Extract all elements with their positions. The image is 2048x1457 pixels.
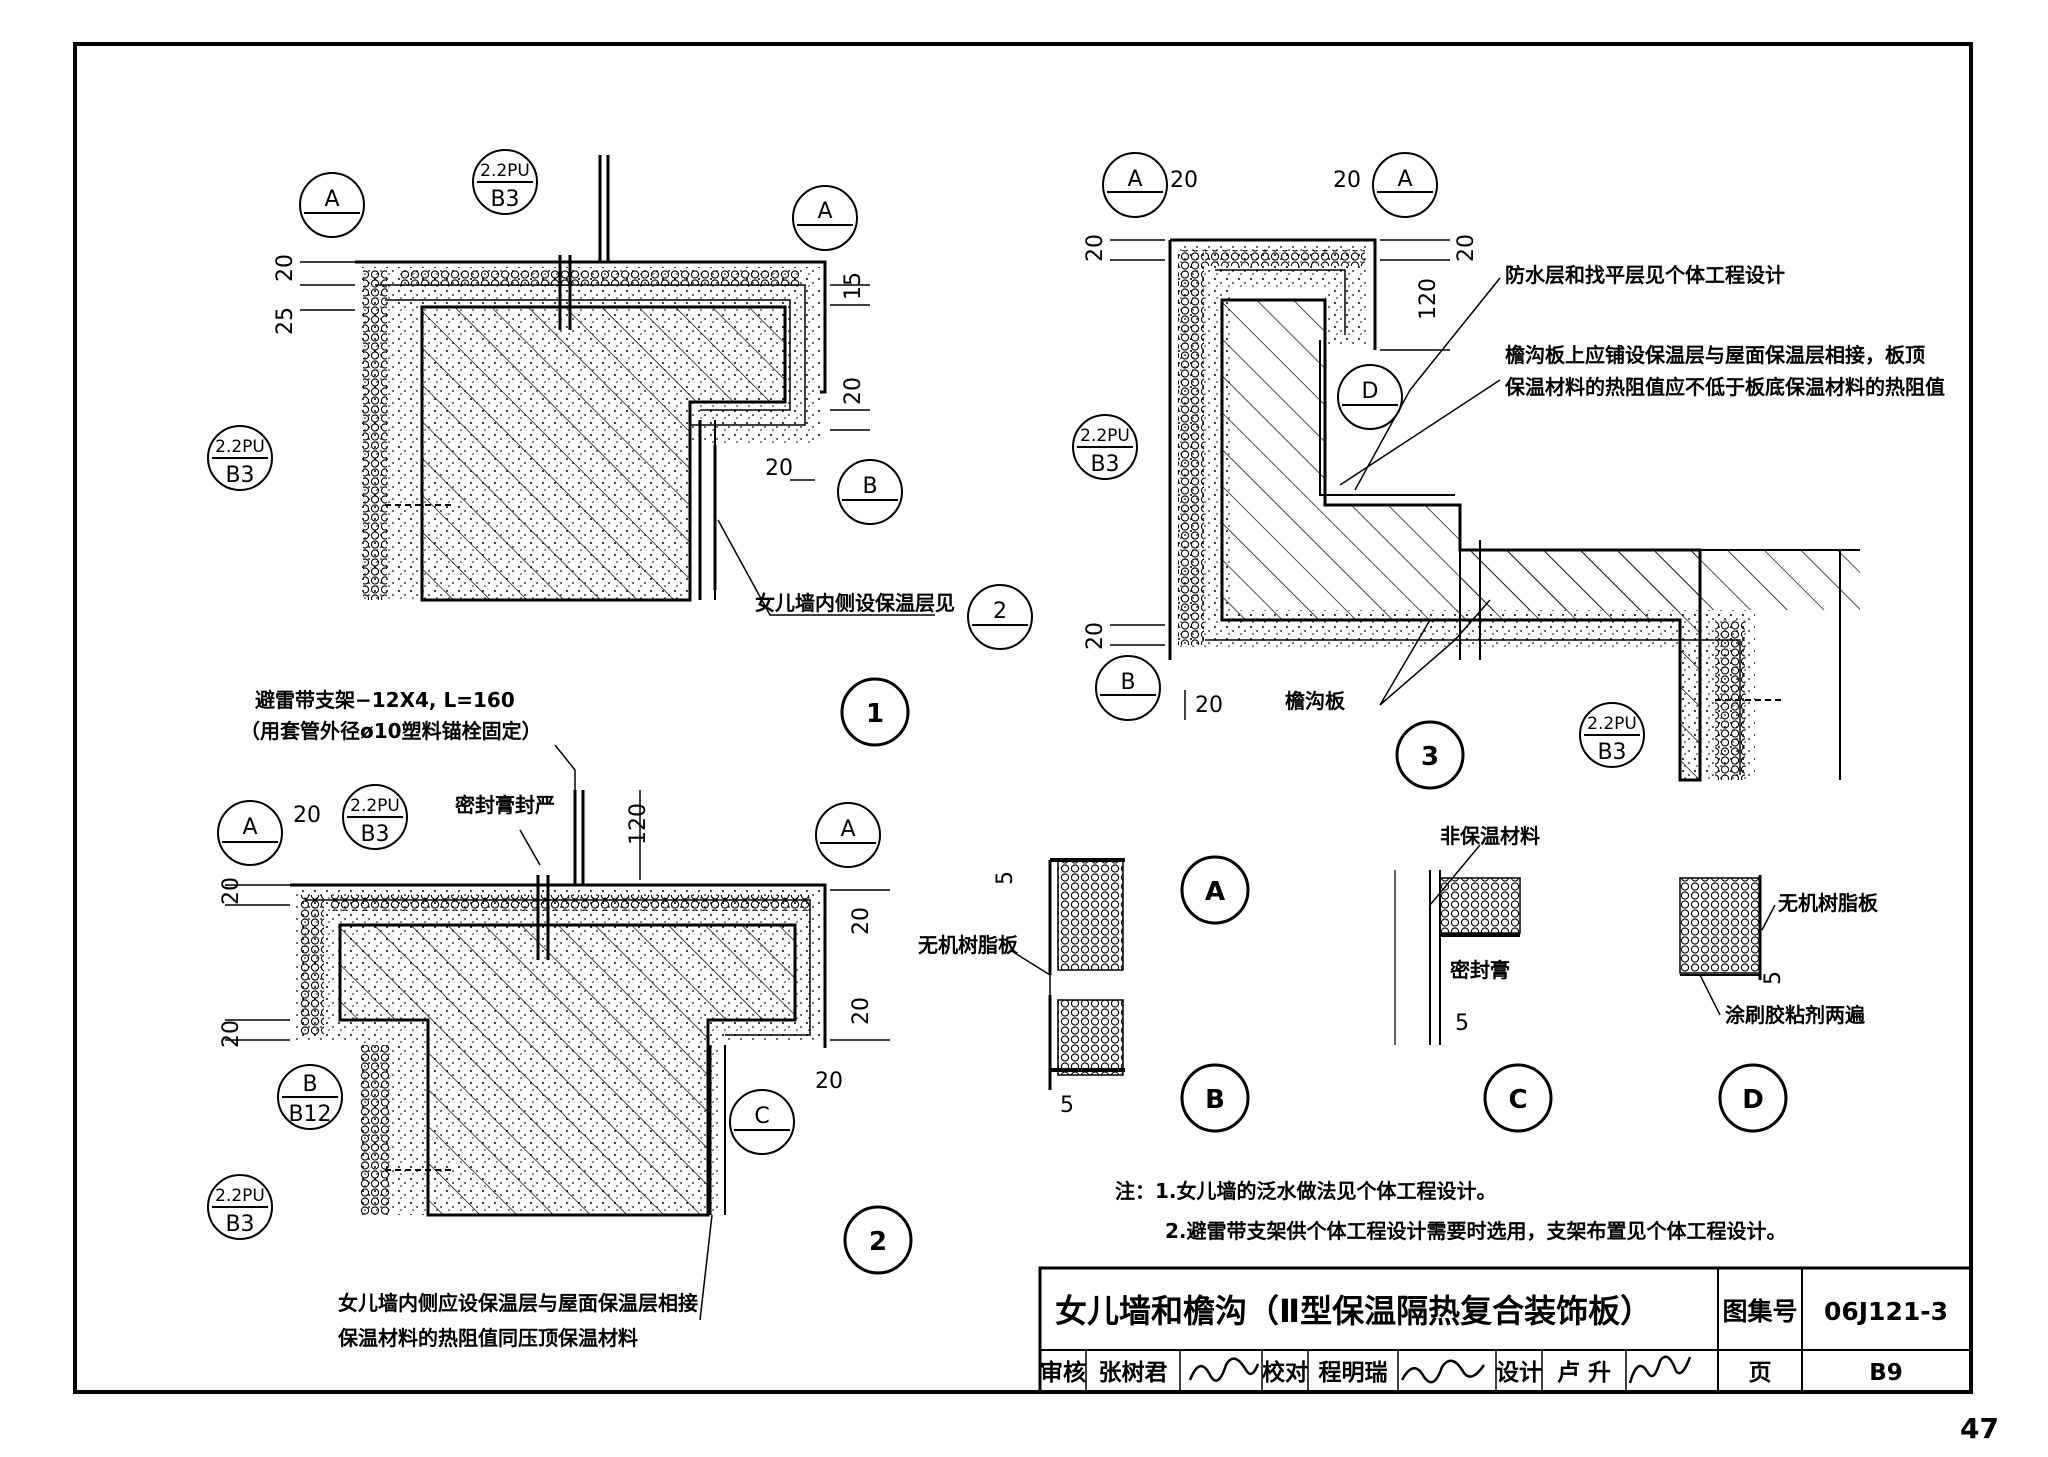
d1-dim-20-bottom: 20 (765, 456, 793, 481)
detail3-ref-right-top: 2.2PU (1587, 714, 1637, 734)
note-lightning-anchor: （用套管外径ø10塑料锚栓固定） (240, 719, 542, 743)
label-sealant-c: 密封膏 (1450, 958, 1510, 982)
d1-dim-20-top: 20 (273, 254, 298, 282)
detail-title-b: B (1205, 1085, 1225, 1115)
detail2-marker-b12: B12 (288, 1102, 331, 1127)
title-block-reviewer: 张树君 (1099, 1360, 1168, 1386)
d3-dim-20-left-bottom: 20 (1083, 622, 1108, 650)
note-gutter-1: 檐沟板上应铺设保温层与屋面保温层相接，板顶 (1505, 343, 1925, 367)
detail1-marker-2: 2 (993, 599, 1007, 624)
title-block-review-label: 审核 (1040, 1359, 1086, 1386)
dd-dim-5: 5 (1761, 971, 1786, 985)
detail-title-1: 1 (866, 699, 884, 729)
d2-dim-20-right-2: 20 (849, 997, 874, 1025)
detail2-marker-a-left: A (242, 815, 257, 840)
detail3-ref-right-bottom: B3 (1597, 740, 1626, 765)
detail1-ref-left-top: 2.2PU (215, 437, 265, 457)
d3-dim-120: 120 (1416, 278, 1441, 320)
detail-c-section (1394, 844, 1521, 1045)
detail1-marker-b: B (862, 474, 877, 499)
d3-dim-20-left-top: 20 (1083, 234, 1108, 262)
detail2-marker-c: C (754, 1104, 769, 1129)
detail1-ref-left-bottom: B3 (225, 463, 254, 488)
dc-dim-5: 5 (1455, 1011, 1469, 1036)
detail-title-a: A (1205, 877, 1225, 907)
detail3-ref-left-top: 2.2PU (1080, 426, 1130, 446)
title-block-checker: 程明瑞 (1319, 1360, 1388, 1386)
detail3-ref-left-bottom: B3 (1090, 452, 1119, 477)
detail-title-3: 3 (1421, 742, 1439, 772)
d2-dim-20-top: 20 (293, 803, 321, 828)
note-inner-wall-ref: 女儿墙内侧设保温层见 (755, 591, 955, 615)
detail3-marker-a-right: A (1397, 167, 1412, 192)
title-block-design-label: 设计 (1496, 1360, 1542, 1386)
db-dim-5: 5 (1060, 1093, 1074, 1118)
d3-dim-20-right-top: 20 (1454, 234, 1479, 262)
label-adhesive: 涂刷胶粘剂两遍 (1725, 1003, 1866, 1027)
d2-dim-120: 120 (626, 803, 651, 845)
detail2-ref-left-bottom: B3 (225, 1212, 254, 1237)
notes-prefix: 注： (1115, 1179, 1155, 1203)
detail-2 (225, 744, 890, 1321)
label-inorganic-board-ab: 无机树脂板 (918, 933, 1019, 957)
notes-line-1: 1.女儿墙的泛水做法见个体工程设计。 (1155, 1179, 1497, 1203)
detail2-ref-top: 2.2PU (350, 796, 400, 816)
d3-dim-20-top-left: 20 (1170, 168, 1198, 193)
d2-dim-20-left-2: 20 (219, 1020, 244, 1048)
detail2-ref-left-top: 2.2PU (215, 1186, 265, 1206)
title-block-check-label: 校对 (1262, 1359, 1308, 1386)
detail-title-d: D (1742, 1085, 1764, 1115)
detail-1 (300, 155, 935, 616)
marker-shapes (207, 149, 1788, 1275)
detail-title-c: C (1508, 1085, 1527, 1115)
d2-dim-20-left-1: 20 (219, 877, 244, 905)
detail1-marker-a-left: A (324, 187, 339, 212)
note-inner-wall-1: 女儿墙内侧应设保温层与屋面保温层相接 (338, 1291, 698, 1315)
detail2-ref-bottom: B3 (360, 822, 389, 847)
detail-a-b-sections (1009, 858, 1125, 1090)
notes-line-2: 2.避雷带支架供个体工程设计需要时选用，支架布置见个体工程设计。 (1165, 1219, 1787, 1243)
title-block-page-label: 页 (1749, 1360, 1772, 1386)
detail3-marker-b: B (1120, 670, 1135, 695)
detail-d-section (1679, 875, 1776, 1016)
title-block-atlas-no: 06J121-3 (1824, 1297, 1948, 1326)
d1-dim-15: 15 (841, 272, 866, 300)
detail-title-2: 2 (869, 1227, 887, 1257)
label-gutter-board: 檐沟板 (1285, 689, 1346, 713)
detail2-marker-b: B (302, 1072, 317, 1097)
note-sealant-seal: 密封膏封严 (455, 793, 555, 817)
d1-dim-20-right: 20 (841, 377, 866, 405)
detail2-marker-a-right: A (840, 817, 855, 842)
d1-dim-25: 25 (273, 307, 298, 335)
detail3-marker-a-left: A (1127, 167, 1142, 192)
note-lightning-support: 避雷带支架−12X4, L=160 (255, 688, 515, 712)
note-gutter-2: 保温材料的热阻值应不低于板底保温材料的热阻值 (1504, 375, 1945, 399)
d3-dim-20-top-right: 20 (1333, 168, 1361, 193)
sheet-page-number: 47 (1960, 1412, 1999, 1445)
d3-dim-20-bottom: 20 (1195, 693, 1223, 718)
detail1-ref-top: 2.2PU (480, 161, 530, 181)
title-block-title: 女儿墙和檐沟（Ⅱ型保温隔热复合装饰板） (1055, 1292, 1652, 1330)
detail1-marker-a-right: A (817, 199, 832, 224)
note-waterproof: 防水层和找平层见个体工程设计 (1505, 263, 1785, 287)
d2-dim-20-bottom: 20 (815, 1069, 843, 1094)
detail3-marker-d: D (1362, 379, 1379, 404)
sheet-border (73, 42, 1973, 1394)
title-block-atlas-label: 图集号 (1722, 1297, 1797, 1326)
label-non-insulating: 非保温材料 (1440, 824, 1540, 848)
title-block-designer: 卢 升 (1557, 1360, 1611, 1386)
title-block-frame (1038, 1266, 1973, 1394)
da-dim-5-top: 5 (993, 871, 1018, 885)
note-inner-wall-2: 保温材料的热阻值同压顶保温材料 (337, 1326, 638, 1350)
detail1-ref-bottom: B3 (490, 187, 519, 212)
title-block-page-no: B9 (1869, 1360, 1903, 1386)
detail-3 (1110, 238, 1860, 782)
label-inorganic-board-d: 无机树脂板 (1778, 891, 1879, 915)
d2-dim-20-right-1: 20 (849, 907, 874, 935)
